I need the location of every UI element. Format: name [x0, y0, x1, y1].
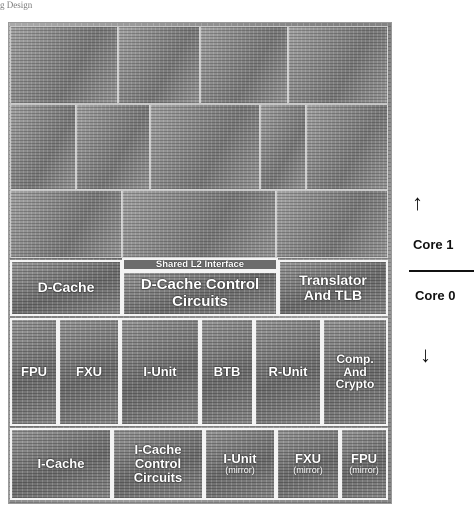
fxu-mirror-label: FXU — [295, 451, 321, 467]
i-unit-label: I-Unit — [143, 363, 177, 379]
down-arrow-icon: ↓ — [420, 342, 431, 367]
core-1-region — [10, 26, 388, 258]
d-cache-label: D-Cache — [37, 279, 95, 296]
core1-block — [122, 190, 276, 258]
core1-block — [200, 26, 288, 104]
d-cache-block: D-Cache — [10, 260, 122, 316]
i-cache-block: I-Cache — [10, 428, 112, 500]
core1-block — [288, 26, 388, 104]
translator-tlb-block: Translator And TLB — [278, 260, 388, 316]
fpu-mirror-block: FPU (mirror) — [340, 428, 388, 500]
fxu-mirror-tag: (mirror) — [293, 465, 323, 476]
r-unit-block: R-Unit — [254, 318, 322, 426]
core1-block — [10, 26, 118, 104]
core1-block — [10, 104, 76, 190]
shared-l2-interface-label: Shared L2 Interface — [122, 258, 278, 271]
figure-caption-fragment: g Design — [0, 0, 33, 10]
core1-block — [10, 190, 122, 258]
core-1-label: Core 1 — [413, 237, 454, 252]
core-0-label: Core 0 — [415, 288, 456, 303]
i-unit-mirror-label: I-Unit — [223, 451, 257, 467]
btb-block: BTB — [200, 318, 254, 426]
i-cache-control-label: I-Cache Control Circuits — [133, 441, 183, 486]
fpu-mirror-label: FPU — [351, 451, 377, 467]
fxu-mirror-block: FXU (mirror) — [276, 428, 340, 500]
comp-crypto-block: Comp. And Crypto — [322, 318, 388, 426]
fpu-block: FPU — [10, 318, 58, 426]
i-unit-block: I-Unit — [120, 318, 200, 426]
i-unit-mirror-tag: (mirror) — [225, 465, 255, 476]
fpu-label: FPU — [21, 363, 47, 379]
core1-block — [118, 26, 200, 104]
i-cache-control-block: I-Cache Control Circuits — [112, 428, 204, 500]
comp-crypto-label: Comp. And Crypto — [335, 351, 375, 392]
core-divider-line — [409, 270, 474, 272]
fxu-block: FXU — [58, 318, 120, 426]
d-cache-control-block: D-Cache Control Circuits — [122, 271, 278, 316]
core1-block — [306, 104, 388, 190]
i-unit-mirror-block: I-Unit (mirror) — [204, 428, 276, 500]
core1-block — [76, 104, 150, 190]
core1-block — [260, 104, 306, 190]
r-unit-label: R-Unit — [268, 363, 308, 379]
core1-block — [276, 190, 388, 258]
fpu-mirror-tag: (mirror) — [349, 465, 379, 476]
fxu-label: FXU — [76, 363, 102, 379]
btb-label: BTB — [213, 363, 241, 379]
up-arrow-icon: ↑ — [412, 190, 423, 215]
core1-block — [150, 104, 260, 190]
d-cache-control-label: D-Cache Control Circuits — [140, 276, 260, 310]
i-cache-label: I-Cache — [37, 455, 85, 471]
translator-tlb-label: Translator And TLB — [299, 271, 367, 303]
